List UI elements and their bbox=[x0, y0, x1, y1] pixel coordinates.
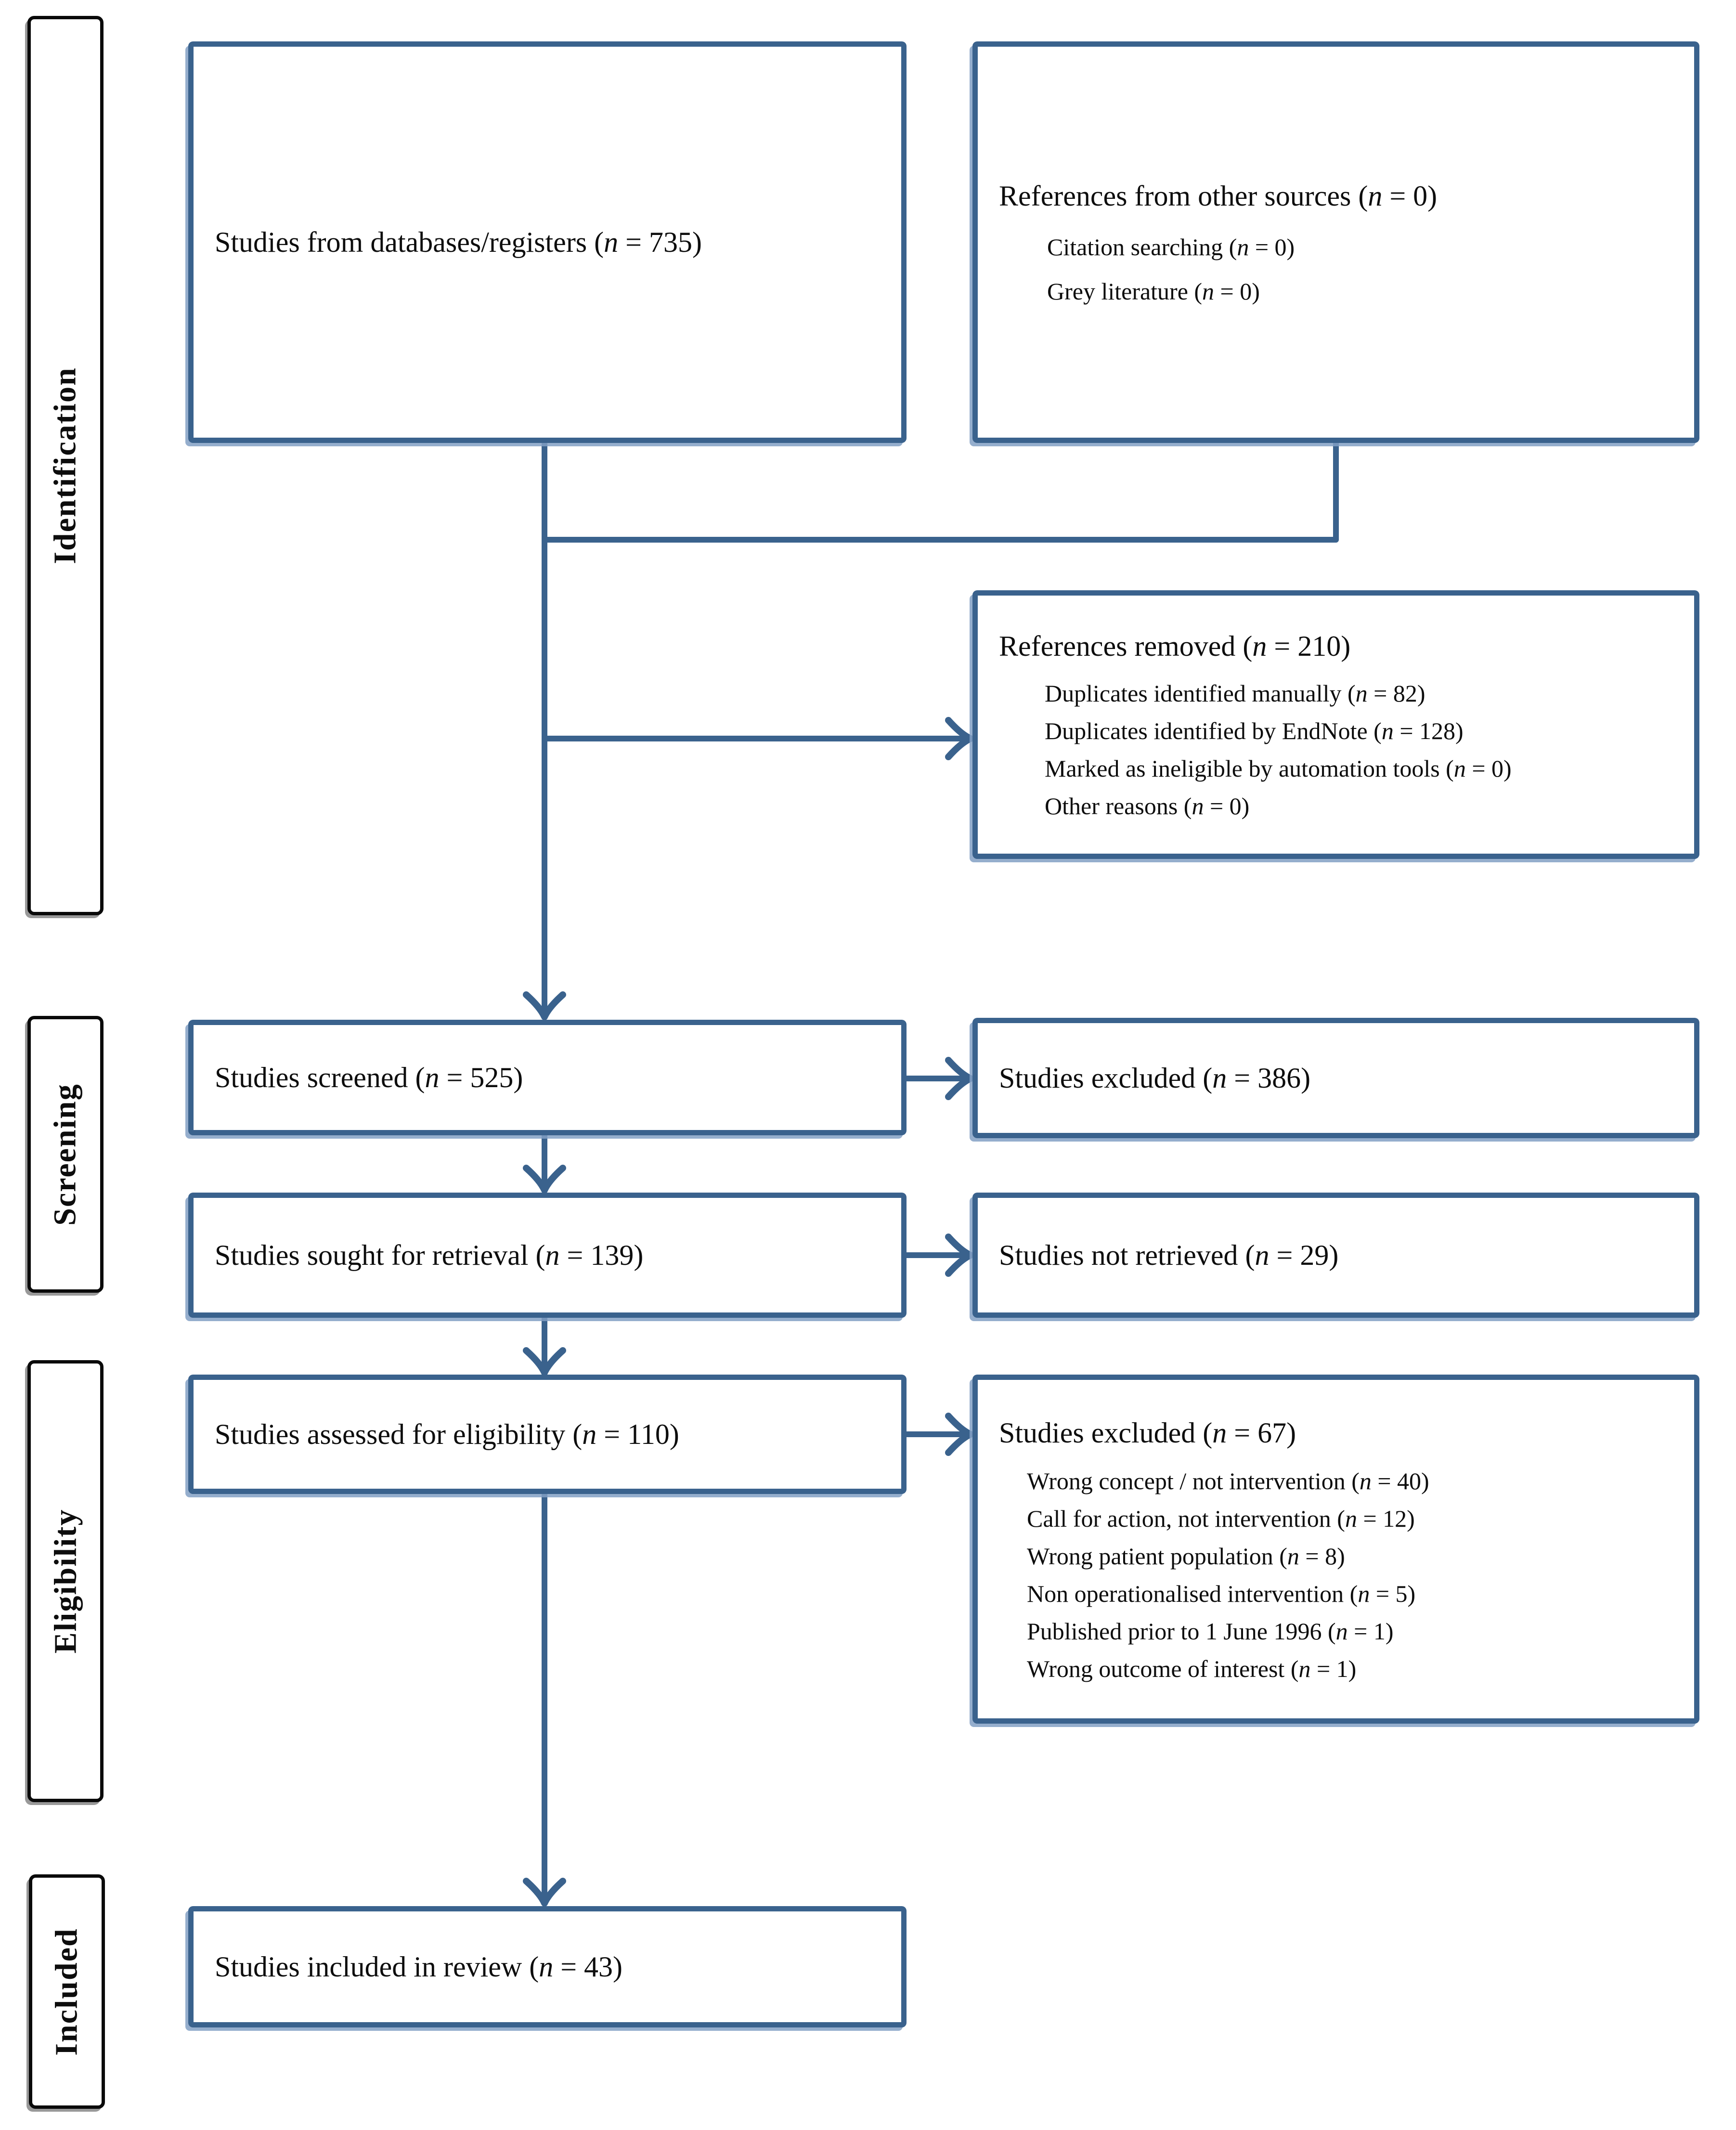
box-studies-assessed-eligibility: Studies assessed for eligibility (n = 11… bbox=[188, 1375, 907, 1494]
box-studies-from-databases-title: Studies from databases/registers (n = 73… bbox=[215, 226, 702, 258]
stage-label-included: Included bbox=[29, 1874, 105, 2109]
arrowhead-down-included bbox=[523, 1878, 566, 1907]
box-studies-included-review-title: Studies included in review (n = 43) bbox=[215, 1951, 623, 1983]
references-removed-item-duplicates-endnote: Duplicates identified by EndNote (n = 12… bbox=[1045, 717, 1464, 744]
references-removed-item-duplicates-manual: Duplicates identified manually (n = 82) bbox=[1045, 680, 1425, 707]
stage-label-included-text: Included bbox=[49, 1927, 84, 2056]
other-sources-item-grey-literature: Grey literature (n = 0) bbox=[1047, 278, 1260, 305]
arrowhead-right-excluded-screening bbox=[945, 1057, 974, 1100]
excluded-item-non-operationalised: Non operationalised intervention (n = 5) bbox=[1027, 1580, 1416, 1607]
arrowhead-right-not-retrieved bbox=[945, 1234, 974, 1277]
stage-label-eligibility: Eligibility bbox=[27, 1360, 104, 1802]
arrowhead-down-screened bbox=[523, 991, 566, 1020]
box-studies-sought-retrieval: Studies sought for retrieval (n = 139) bbox=[188, 1193, 907, 1318]
excluded-item-published-prior: Published prior to 1 June 1996 (n = 1) bbox=[1027, 1617, 1394, 1645]
arrowhead-right-references-removed bbox=[945, 717, 974, 760]
box-studies-excluded-eligibility-title: Studies excluded (n = 67) bbox=[999, 1416, 1296, 1449]
box-studies-screened: Studies screened (n = 525) bbox=[188, 1020, 907, 1135]
box-studies-sought-retrieval-title: Studies sought for retrieval (n = 139) bbox=[215, 1239, 644, 1271]
box-studies-assessed-eligibility-title: Studies assessed for eligibility (n = 11… bbox=[215, 1418, 679, 1450]
box-studies-excluded-eligibility: Studies excluded (n = 67) Wrong concept … bbox=[972, 1375, 1699, 1724]
references-removed-item-automation-tools: Marked as ineligible by automation tools… bbox=[1045, 755, 1512, 782]
stage-label-screening: Screening bbox=[27, 1016, 104, 1293]
box-studies-from-databases: Studies from databases/registers (n = 73… bbox=[188, 41, 907, 443]
box-studies-excluded-eligibility-items: Wrong concept / not intervention (n = 40… bbox=[999, 1458, 1684, 1684]
box-references-other-sources: References from other sources (n = 0) Ci… bbox=[972, 41, 1699, 443]
box-references-removed-items: Duplicates identified manually (n = 82) … bbox=[999, 671, 1684, 821]
box-studies-not-retrieved-title: Studies not retrieved (n = 29) bbox=[999, 1239, 1339, 1271]
references-removed-item-other-reasons: Other reasons (n = 0) bbox=[1045, 792, 1250, 819]
stage-label-screening-text: Screening bbox=[48, 1083, 83, 1226]
other-sources-item-citation-searching: Citation searching (n = 0) bbox=[1047, 234, 1295, 260]
box-references-other-sources-items: Citation searching (n = 0) Grey literatu… bbox=[999, 218, 1684, 306]
box-studies-screened-title: Studies screened (n = 525) bbox=[215, 1062, 523, 1093]
box-studies-included-review: Studies included in review (n = 43) bbox=[188, 1906, 907, 2027]
excluded-item-wrong-concept: Wrong concept / not intervention (n = 40… bbox=[1027, 1467, 1429, 1494]
arrowhead-down-assessed bbox=[523, 1347, 566, 1376]
box-studies-not-retrieved: Studies not retrieved (n = 29) bbox=[972, 1193, 1699, 1318]
excluded-item-call-for-action: Call for action, not intervention (n = 1… bbox=[1027, 1505, 1415, 1532]
box-studies-excluded-screening: Studies excluded (n = 386) bbox=[972, 1018, 1699, 1138]
stage-label-eligibility-text: Eligibility bbox=[48, 1508, 83, 1654]
excluded-item-wrong-outcome: Wrong outcome of interest (n = 1) bbox=[1027, 1655, 1357, 1682]
arrowhead-down-sought bbox=[523, 1165, 566, 1194]
box-references-removed-title: References removed (n = 210) bbox=[999, 630, 1351, 662]
connector-other-sources-elbow bbox=[542, 440, 1339, 543]
box-references-removed: References removed (n = 210) Duplicates … bbox=[972, 590, 1699, 859]
excluded-item-wrong-population: Wrong patient population (n = 8) bbox=[1027, 1542, 1345, 1570]
arrowhead-right-excluded-eligibility bbox=[945, 1413, 974, 1456]
stage-label-identification: Identification bbox=[27, 16, 104, 915]
box-references-other-sources-title: References from other sources (n = 0) bbox=[999, 180, 1438, 212]
stage-label-identification-text: Identification bbox=[48, 367, 83, 564]
box-studies-excluded-screening-title: Studies excluded (n = 386) bbox=[999, 1062, 1311, 1094]
